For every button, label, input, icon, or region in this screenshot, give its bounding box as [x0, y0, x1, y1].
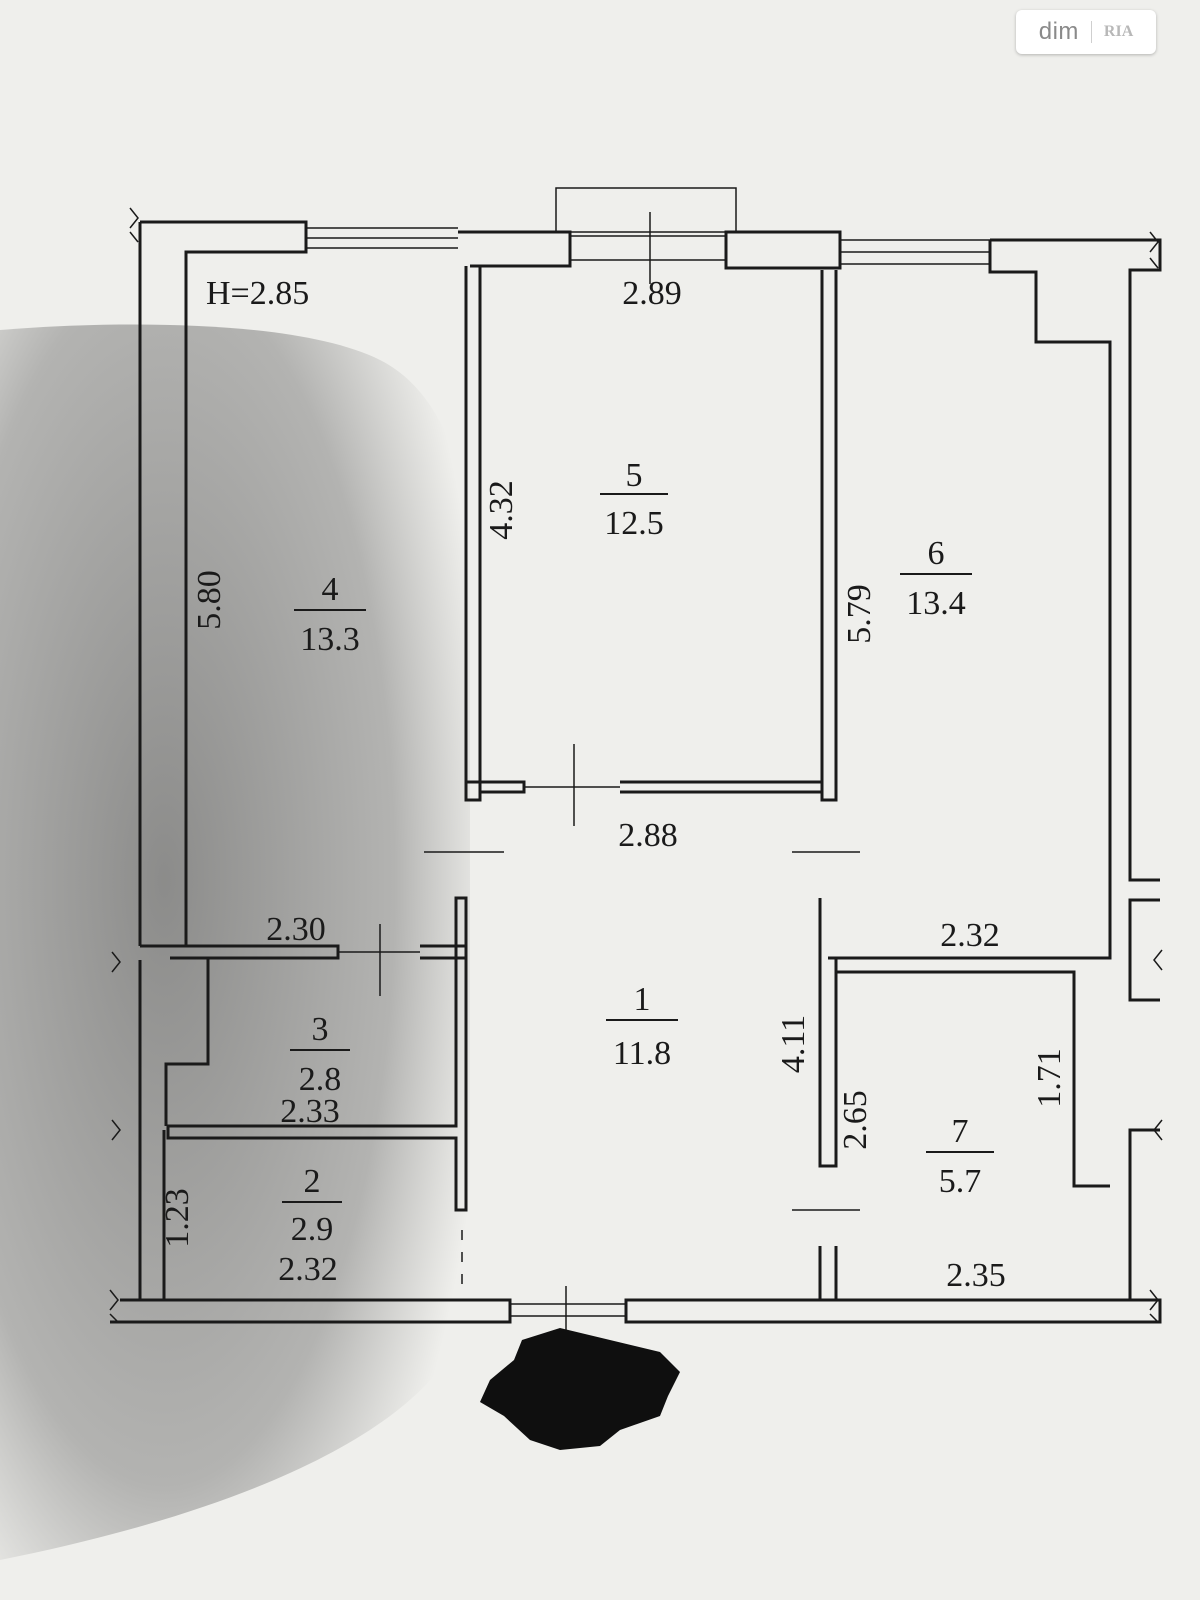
room-3-area: 2.8 — [299, 1061, 342, 1098]
dim-room4-width: 2.30 — [266, 911, 326, 948]
room-2-area: 2.9 — [291, 1211, 334, 1248]
room-3-id: 3 — [312, 1011, 329, 1048]
dim-room7-right-height: 1.71 — [1031, 1048, 1068, 1108]
dim-room6-height: 5.79 — [841, 584, 878, 644]
watermark-ria-text: RIA — [1103, 23, 1134, 40]
door-marks — [109, 207, 1163, 1334]
dim-room7-left-height: 2.65 — [837, 1090, 874, 1150]
room-2-id: 2 — [304, 1163, 321, 1200]
dim-room6-width: 2.32 — [940, 917, 1000, 954]
room-6-area: 13.4 — [906, 585, 966, 622]
dim-room1-top-width: 2.88 — [618, 817, 678, 854]
inner-walls — [164, 266, 1110, 1302]
ceiling-height-label: H=2.85 — [206, 275, 309, 312]
dim-room2-height: 1.23 — [159, 1188, 196, 1248]
dim-room5-width: 2.89 — [622, 275, 682, 312]
room-1-area: 11.8 — [613, 1035, 671, 1072]
watermark-dim-text: dim — [1038, 18, 1079, 45]
outer-walls — [110, 220, 1162, 1324]
room-5-label: 5 12.5 — [600, 457, 668, 542]
dim-room2-width: 2.32 — [278, 1251, 338, 1288]
hand-shadow — [0, 324, 470, 1560]
dim-room1-height: 4.11 — [775, 1015, 812, 1073]
room-3-label: 3 2.8 — [290, 1011, 350, 1098]
room-4-area: 13.3 — [300, 621, 360, 658]
room-7-label: 7 5.7 — [926, 1113, 994, 1200]
dim-room4-height: 5.80 — [191, 570, 228, 630]
room-1-id: 1 — [634, 981, 651, 1018]
bay-window-outline — [555, 187, 737, 233]
room-7-area: 5.7 — [939, 1163, 982, 1200]
room-6-id: 6 — [928, 535, 945, 572]
dim-room7-width: 2.35 — [946, 1257, 1006, 1294]
room-2-label: 2 2.9 — [282, 1163, 342, 1248]
dim-room3-width: 2.33 — [280, 1093, 340, 1130]
dim-room5-height: 4.32 — [483, 480, 520, 540]
room-5-id: 5 — [626, 457, 643, 494]
room-6-label: 6 13.4 — [900, 535, 972, 622]
room-4-id: 4 — [322, 571, 339, 608]
redaction-blot — [480, 1328, 680, 1450]
room-1-label: 1 11.8 — [606, 981, 678, 1072]
room-5-area: 12.5 — [604, 505, 664, 542]
room-4-label: 4 13.3 — [294, 571, 366, 658]
room-7-id: 7 — [952, 1113, 969, 1150]
dimria-watermark: dim RIA — [1016, 10, 1156, 54]
watermark-divider — [1090, 21, 1092, 43]
